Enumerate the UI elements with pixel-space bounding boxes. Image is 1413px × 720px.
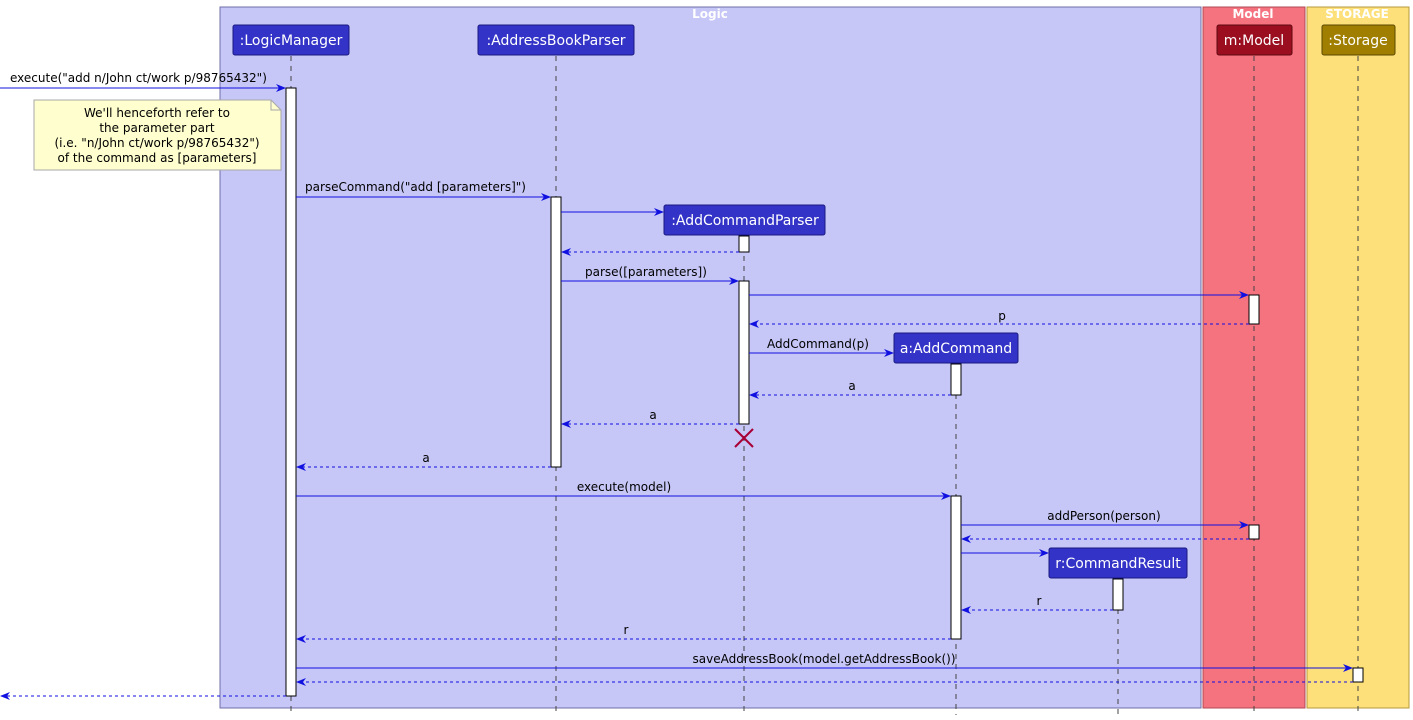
participant-model: m:Model [1216,24,1293,56]
activation-bars [285,87,1364,697]
note-line-4: of the command as [parameters] [58,151,257,165]
message-add-command-label: AddCommand(p) [767,337,869,351]
group-storage-label: STORAGE [1325,7,1389,21]
participant-command-result: r:CommandResult [1048,547,1188,579]
message-labels: execute("add n/John ct/work p/98765432")… [10,71,1161,666]
group-logic: Logic [219,6,1202,709]
message-return-r2-label: r [624,623,629,637]
note-line-3: (i.e. "n/John ct/work p/98765432") [54,136,259,150]
message-return-p-label: p [998,309,1006,323]
activation-model-1 [1248,294,1260,325]
participant-logic-manager: :LogicManager [232,24,350,56]
message-add-person-label: addPerson(person) [1047,509,1160,523]
group-logic-label: Logic [692,7,728,21]
message-execute-label: execute("add n/John ct/work p/98765432") [10,71,267,85]
participant-add-command-label: a:AddCommand [900,341,1012,357]
activation-add-command-execute [950,495,962,640]
destroy-marker [734,428,754,448]
participant-address-book-parser: :AddressBookParser [477,24,635,56]
participant-logic-manager-label: :LogicManager [240,33,343,49]
group-model-label: Model [1232,7,1273,21]
activation-add-command-parser-parse [738,280,750,425]
note-line-2: the parameter part [99,121,215,135]
activation-command-result [1112,578,1124,611]
message-return-a1-label: a [848,379,855,393]
message-return-r1-label: r [1037,594,1042,608]
participant-command-result-label: r:CommandResult [1055,556,1181,572]
message-parse-label: parse([parameters]) [585,265,707,279]
note: We'll henceforth refer to the parameter … [33,99,282,171]
activation-add-command-create [950,363,962,396]
participant-add-command-parser-label: :AddCommandParser [671,213,819,229]
message-return-a2-label: a [649,408,656,422]
activation-model-2 [1248,524,1260,540]
participant-add-command: a:AddCommand [893,332,1019,364]
activation-storage [1352,667,1364,683]
activation-add-command-parser-create [738,235,750,253]
message-parse-command-label: parseCommand("add [parameters]") [305,180,526,194]
message-execute-model-label: execute(model) [577,480,671,494]
participant-storage-label: :Storage [1328,33,1388,49]
participant-model-label: m:Model [1224,33,1284,49]
participant-address-book-parser-label: :AddressBookParser [486,33,625,49]
group-storage: STORAGE [1306,6,1410,709]
note-line-1: We'll henceforth refer to [84,106,230,120]
activation-address-book-parser [550,196,562,468]
message-return-a3-label: a [422,451,429,465]
participant-add-command-parser: :AddCommandParser [663,204,826,236]
activation-logic-manager [285,87,297,697]
participant-storage: :Storage [1321,24,1396,56]
message-save-address-book-label: saveAddressBook(model.getAddressBook()) [692,652,955,666]
messages [0,84,1353,700]
